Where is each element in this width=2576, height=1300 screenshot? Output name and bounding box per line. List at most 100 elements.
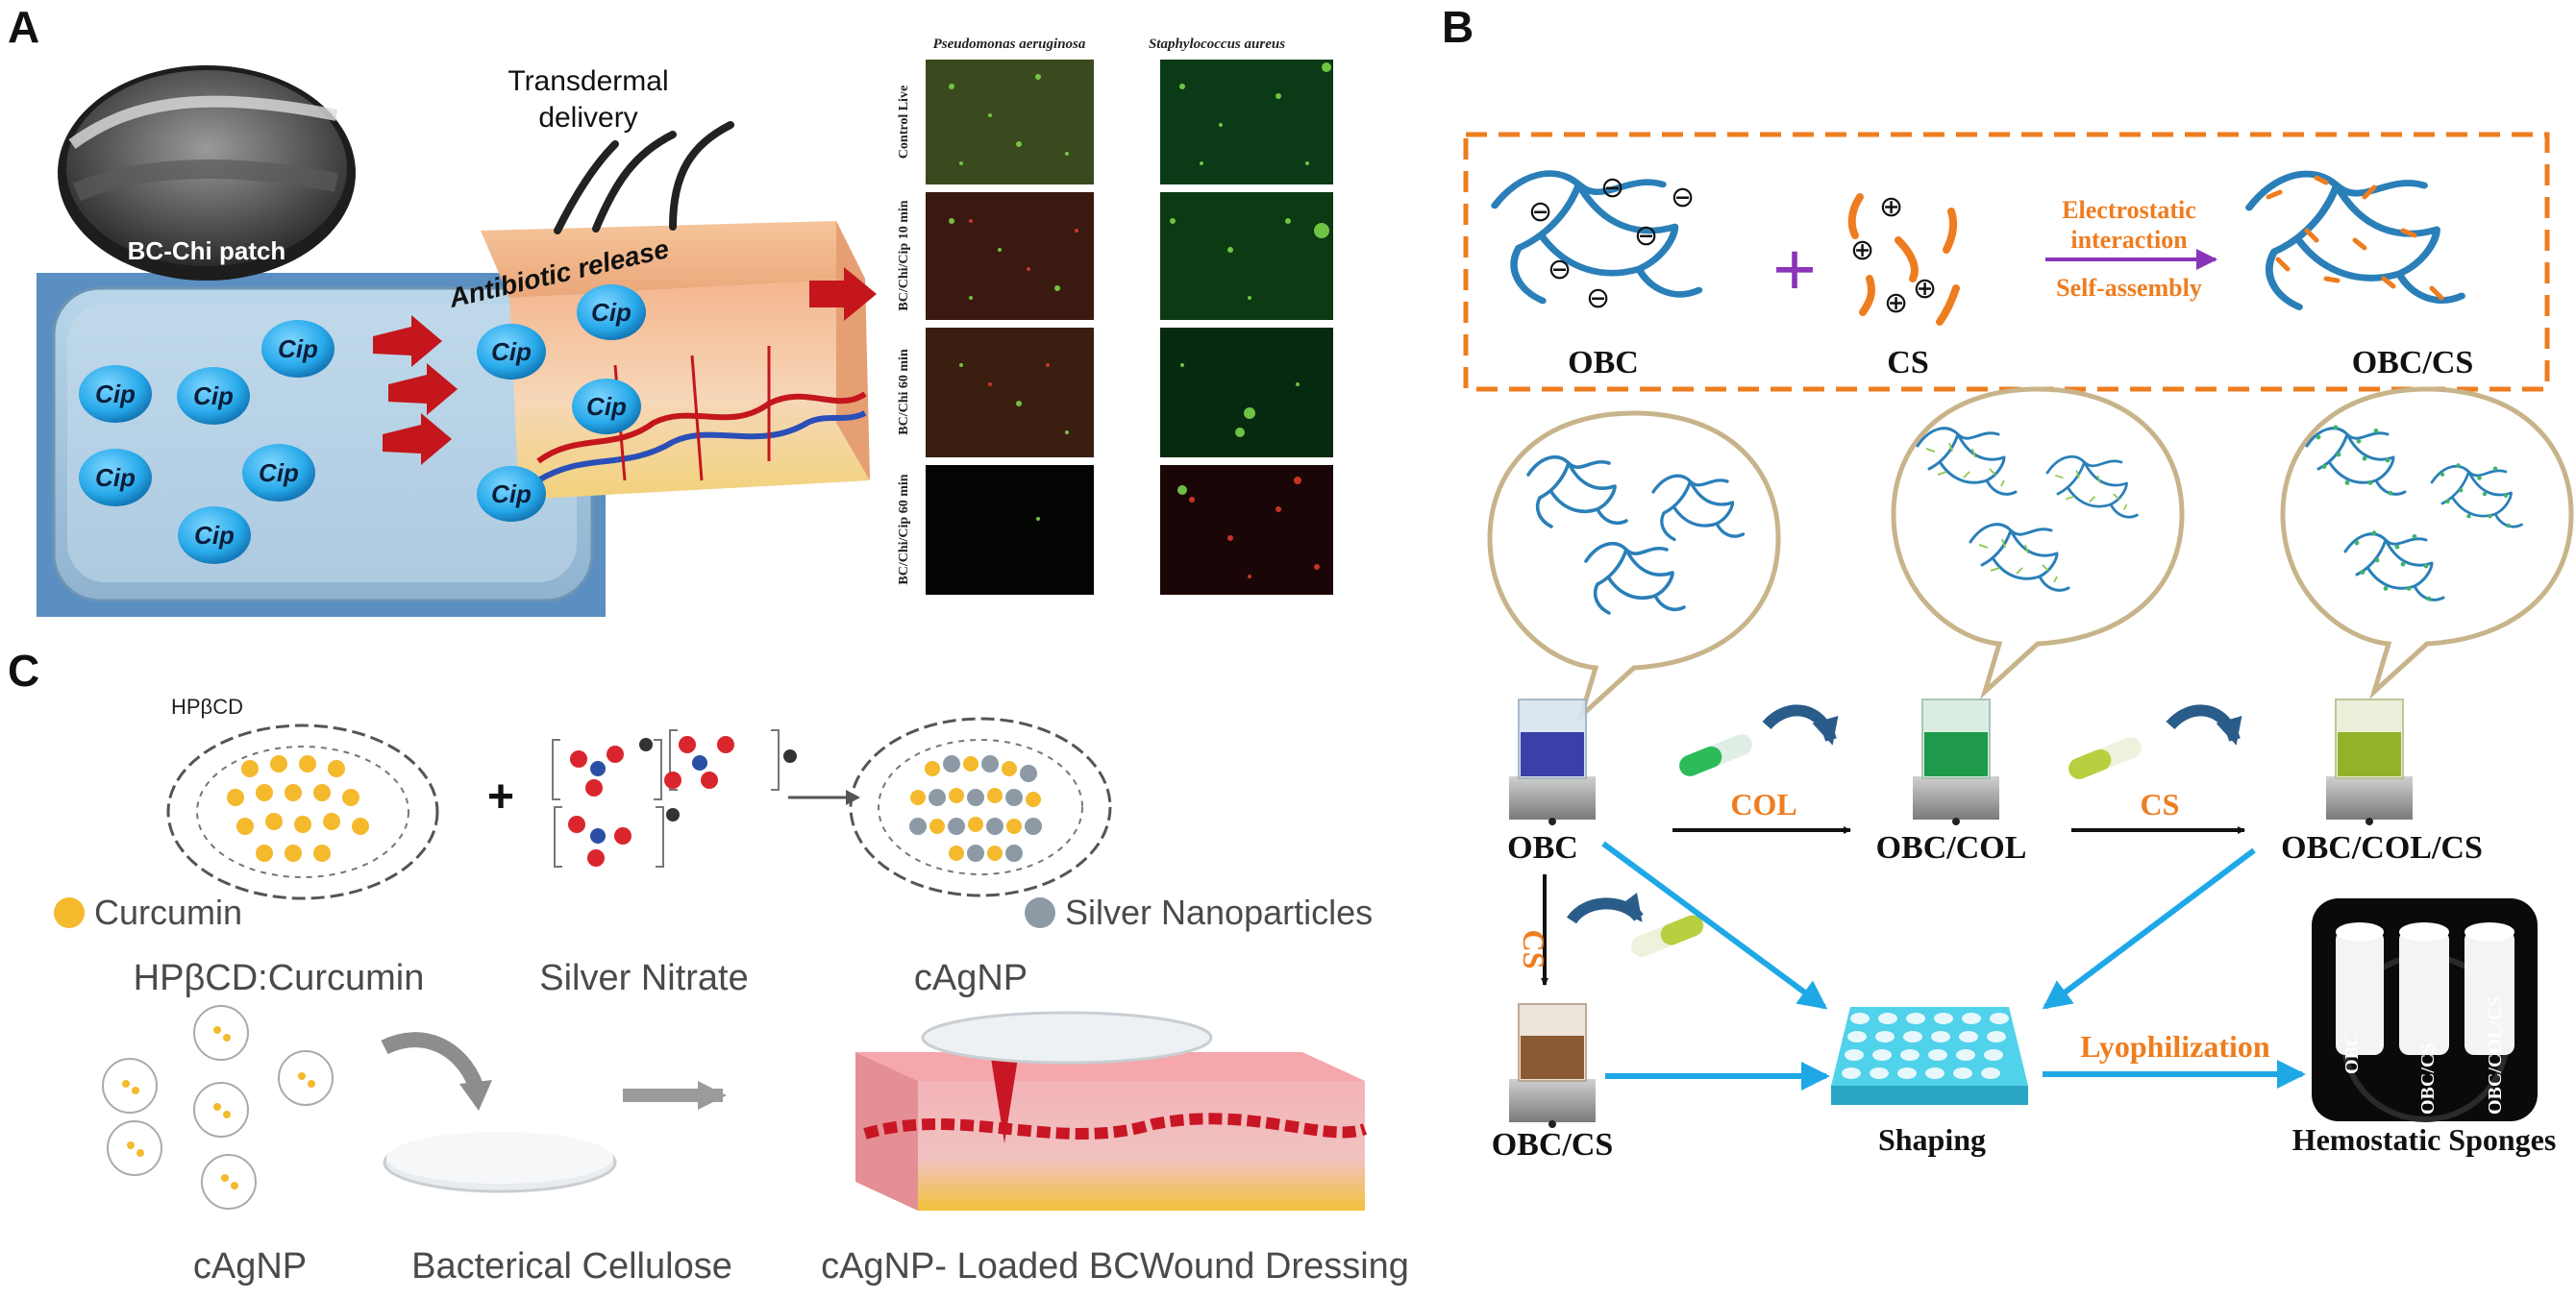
electrostatic-label-line2: interaction [2070, 226, 2188, 254]
obc-network-top: ⊖ ⊖ ⊖ ⊖ ⊖ ⊖ [1495, 172, 1699, 314]
cagnp-structure [849, 717, 1112, 897]
mold-well [1962, 1013, 1981, 1024]
bubble-obc-col-cs [2280, 386, 2574, 699]
shaping-label: Shaping [1878, 1122, 1986, 1157]
curcumin-legend-label: Curcumin [94, 893, 242, 932]
cip-particle [178, 506, 251, 564]
mold-well [1875, 1031, 1895, 1042]
mold-well [1956, 1049, 1975, 1061]
mold-well [1897, 1067, 1917, 1079]
release-arrows [373, 315, 458, 465]
micro-cell [1160, 192, 1333, 320]
cs-fragments [1847, 193, 1960, 326]
panel-c: C HPβCD + [8, 646, 1409, 1287]
cip-particle [79, 365, 152, 423]
obc-label-top: OBC [1568, 345, 1639, 380]
mold-well [1959, 1031, 1978, 1042]
micro-cell [926, 328, 1094, 457]
micro-cell [926, 60, 1094, 184]
mold-well [1878, 1013, 1897, 1024]
cip-label: Cip [491, 337, 532, 366]
cs-label-arrow: CS [2141, 787, 2180, 822]
mold-well [1925, 1067, 1944, 1079]
plus-sign: + [487, 772, 514, 822]
minus-charge: ⊖ [1600, 172, 1624, 204]
col-label: COL [1730, 787, 1796, 822]
panel-letter-c: C [8, 646, 39, 696]
sem-image: BC-Chi patch [58, 65, 356, 281]
micro-col-pseudomonas: Pseudomonas aeruginosa [933, 37, 1086, 52]
micro-cell [1160, 465, 1333, 595]
obc-col-cs-label-beaker: OBC/COL/CS [2281, 830, 2483, 866]
cip-label: Cip [259, 458, 299, 487]
to-microscopy-arrow [809, 267, 877, 321]
cip-label: Cip [95, 380, 136, 408]
beaker-obc-cs [1509, 1003, 1596, 1128]
silver-legend-label: Silver Nanoparticles [1065, 893, 1373, 932]
obc-label-beaker: OBC [1507, 830, 1578, 866]
cip-particle [577, 284, 646, 340]
cs-label-vertical: CS [1517, 930, 1551, 969]
cip-label: Cip [591, 298, 632, 327]
cs-label-top: CS [1887, 345, 1928, 380]
micro-row-cip10: BC/Chi/Cip 10 min [897, 200, 911, 310]
obc-cs-label-beaker: OBC/CS [1492, 1127, 1614, 1163]
minus-charge: ⊖ [1586, 282, 1610, 314]
hpbcd-label: HPβCD [171, 695, 243, 719]
minus-charge: ⊖ [1528, 196, 1552, 228]
panel-letter-a: A [8, 2, 39, 52]
mold-well [1987, 1031, 2006, 1042]
hpbcd-structure: HPβCD [166, 695, 439, 900]
mold-well [1847, 1031, 1867, 1042]
cip-label: Cip [278, 334, 318, 363]
to-shaping-arrow [2042, 847, 2256, 1010]
transdermal-label-line2: delivery [538, 102, 637, 134]
mold-well [1845, 1049, 1864, 1061]
obc-col-label-beaker: OBC/COL [1876, 830, 2027, 866]
mold-well [1903, 1031, 1922, 1042]
pour-arrow [2166, 704, 2242, 746]
plus-charge: ⊕ [1884, 287, 1908, 319]
cip-particle [261, 320, 334, 378]
cip-particle [477, 466, 546, 522]
sponges-photo: OBC OBC/CS OBC/COL/CS [2312, 898, 2538, 1122]
cip-label: Cip [586, 392, 627, 421]
minus-charge: ⊖ [1634, 220, 1658, 252]
mold-well [1981, 1067, 2000, 1079]
hemostatic-label: Hemostatic Sponges [2292, 1122, 2557, 1157]
plus-charge: ⊕ [1850, 234, 1874, 266]
mold-well [1931, 1031, 1950, 1042]
bacterial-cellulose-label: Bacterical Cellulose [411, 1246, 732, 1287]
cagnp-label: cAgNP [914, 958, 1028, 998]
test-tube-col [1679, 734, 1752, 776]
beaker-obc [1509, 699, 1596, 825]
mold-well [1984, 1049, 2003, 1061]
cip-particle [79, 449, 152, 506]
pour-arrow [1762, 704, 1839, 746]
cagnp-cluster [102, 1005, 334, 1210]
cip-label: Cip [193, 381, 234, 410]
micro-row-control: Control Live [897, 86, 911, 159]
sponge-label-obc-col-cs: OBC/COL/CS [2485, 996, 2506, 1115]
wound-dressing [855, 1011, 1368, 1211]
test-tube-cs-lower [1631, 915, 1704, 957]
cip-particle [242, 444, 315, 502]
micro-row-chi60: BC/Chi 60 min [897, 349, 911, 435]
lyophilization-label: Lyophilization [2080, 1029, 2270, 1064]
dressing-label: cAgNP- Loaded BCWound Dressing [821, 1246, 1409, 1287]
cip-particle [177, 367, 250, 425]
purple-plus: + [1772, 227, 1817, 311]
sponge-label-obc: OBC [2341, 1033, 2363, 1074]
cagnp-cluster-label: cAgNP [193, 1246, 307, 1287]
cip-label: Cip [491, 479, 532, 508]
plus-charge: ⊕ [1879, 191, 1903, 223]
silver-nitrate-label: Silver Nitrate [539, 958, 749, 998]
sem-label: BC-Chi patch [128, 236, 286, 265]
beaker-obc-col [1913, 699, 1999, 825]
panel-letter-b: B [1442, 2, 1474, 52]
bubble-obc [1487, 410, 1781, 724]
mold-well [1906, 1013, 1925, 1024]
cip-label: Cip [95, 463, 136, 492]
mold-well [1850, 1013, 1870, 1024]
